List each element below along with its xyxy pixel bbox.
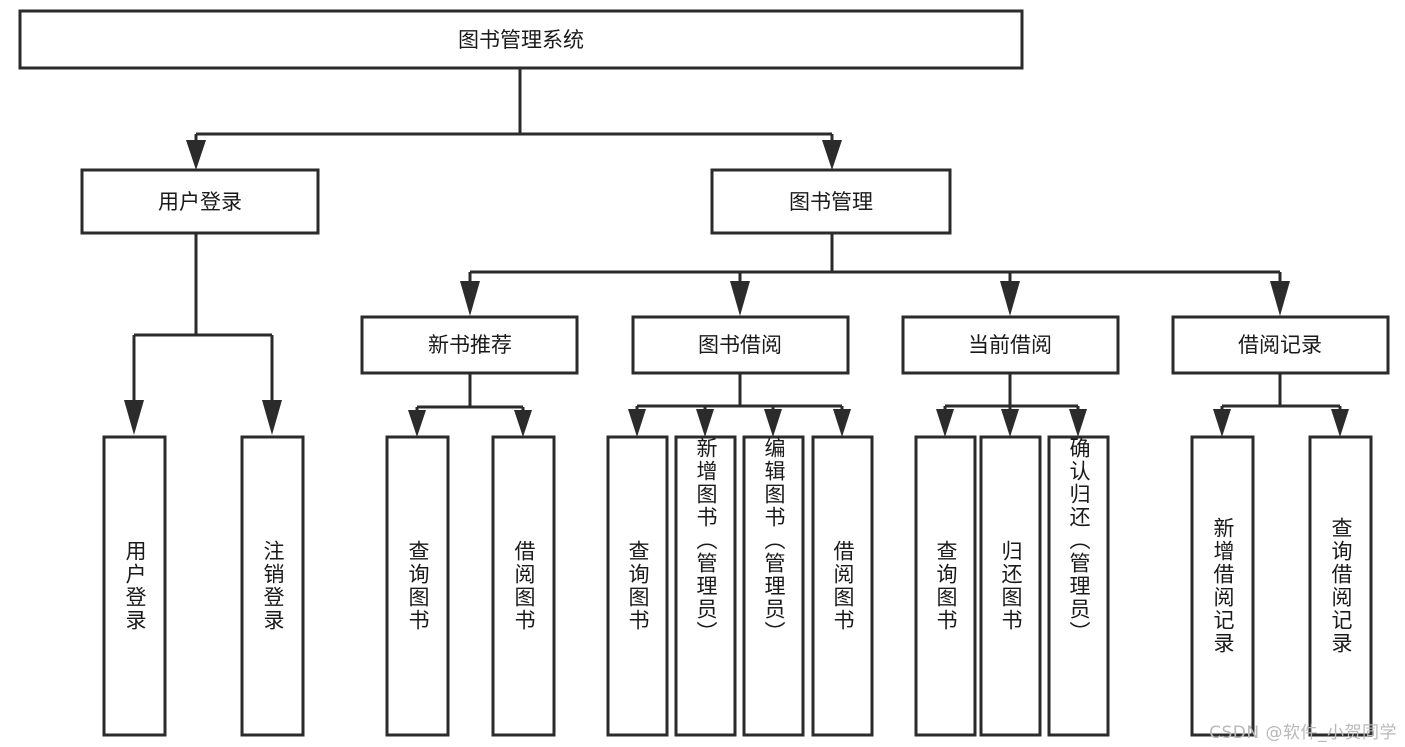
arrow-leaf-user-login-1 (124, 400, 144, 435)
arrow-user-login (186, 140, 206, 170)
node-box-leaf-borrow-record-1[interactable] (1190, 435, 1255, 737)
node-box-leaf-new-book-1[interactable] (385, 435, 450, 737)
arrow-leaf-currentborrow-3 (1069, 409, 1087, 437)
arrow-leaf-borrowrecord-1 (1213, 409, 1231, 437)
node-box-borrow-record[interactable] (1171, 315, 1390, 375)
arrow-leaf-borrowrecord-2 (1331, 409, 1349, 437)
node-box-book-management[interactable] (710, 168, 952, 235)
node-label-root: 图书管理系统 (458, 28, 584, 52)
node-box-leaf-user-login-1[interactable] (102, 435, 167, 737)
node-box-new-book[interactable] (360, 315, 579, 375)
node-label-current-borrow: 当前借阅 (968, 333, 1052, 357)
node-box-leaf-borrow-record-2[interactable] (1308, 435, 1373, 737)
arrow-leaf-user-login-2 (262, 400, 282, 435)
node-box-root[interactable] (18, 9, 1024, 70)
arrow-leaf-bookborrow-2 (696, 409, 714, 437)
node-box-leaf-current-borrow-3[interactable] (1047, 435, 1110, 737)
node-layer: 图书管理系统 用户登录 图书管理 新书推荐 图书借阅 当前借阅 借阅记录 (18, 9, 1390, 737)
node-box-leaf-current-borrow-2[interactable] (979, 435, 1042, 737)
arrow-current-borrow (1000, 281, 1020, 316)
node-box-leaf-book-borrow-3[interactable] (742, 435, 805, 737)
arrow-leaf-bookborrow-4 (833, 409, 851, 437)
node-label-new-book: 新书推荐 (428, 333, 512, 357)
node-box-leaf-current-borrow-1[interactable] (914, 435, 977, 737)
arrow-leaf-currentborrow-2 (1001, 409, 1019, 437)
connector-layer (124, 68, 1349, 437)
node-box-leaf-user-login-2[interactable] (240, 435, 305, 737)
node-label-borrow-record: 借阅记录 (1238, 333, 1322, 357)
csdn-watermark: CSDN @软件_小贺同学 (1209, 723, 1397, 743)
node-box-leaf-new-book-2[interactable] (491, 435, 556, 737)
arrow-leaf-newbook-2 (514, 410, 532, 437)
arrow-borrow-record (1270, 281, 1290, 316)
node-box-leaf-book-borrow-1[interactable] (606, 435, 669, 737)
node-box-book-borrow[interactable] (631, 315, 850, 375)
node-box-leaf-book-borrow-2[interactable] (674, 435, 737, 737)
node-box-leaf-book-borrow-4[interactable] (811, 435, 874, 737)
arrow-new-book (460, 281, 480, 316)
node-label-user-login: 用户登录 (158, 190, 242, 214)
arrow-leaf-newbook-1 (408, 410, 426, 437)
arrow-leaf-bookborrow-1 (628, 409, 646, 437)
node-label-book-management: 图书管理 (789, 190, 873, 214)
arrow-leaf-bookborrow-3 (764, 409, 782, 437)
arrow-book-borrow (730, 281, 750, 316)
arrow-book-mgmt (822, 140, 842, 170)
node-label-book-borrow: 图书借阅 (698, 333, 782, 357)
node-box-user-login[interactable] (80, 168, 320, 235)
arrow-leaf-currentborrow-1 (936, 409, 954, 437)
node-box-current-borrow[interactable] (901, 315, 1120, 375)
